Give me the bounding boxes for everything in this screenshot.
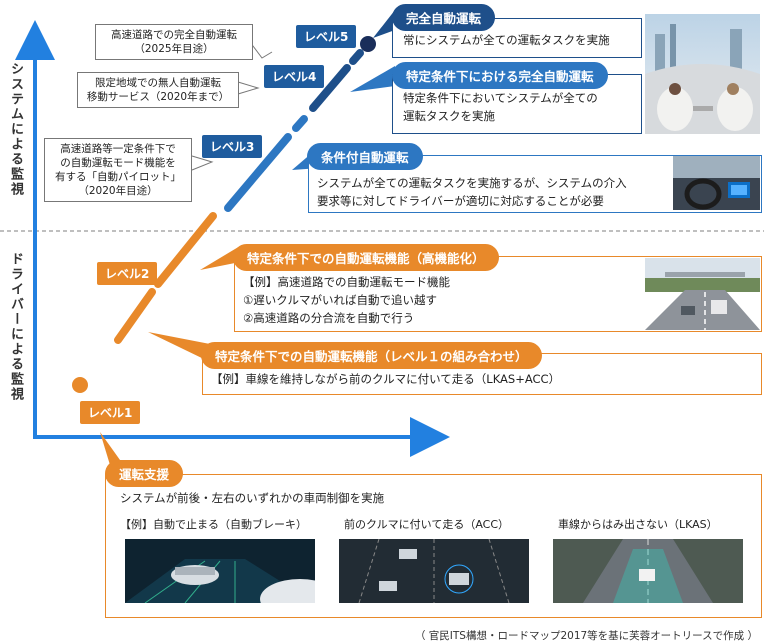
callout-level5-line2: （2025年目途） (134, 43, 214, 55)
level3-tag: レベル3 (202, 135, 263, 158)
photo1-caption: 【例】自動で止まる（自動ブレーキ） (120, 518, 307, 531)
level3-segment (224, 133, 292, 212)
photo3-caption: 車線からはみ出さない（LKAS） (558, 518, 718, 531)
connector-full-auto (373, 10, 395, 38)
level5-dot (360, 36, 376, 52)
level3-level4-segment (292, 115, 308, 132)
callout-level3-line4: （2020年目途） (78, 185, 158, 197)
level5-tag: レベル5 (296, 25, 357, 48)
full-auto-title: 完全自動運転 (392, 4, 496, 31)
conditional-text2: 要求等に対してドライバーが適切に対応することが必要 (317, 194, 604, 208)
connector-combined (148, 332, 210, 362)
callout3-pointer (191, 155, 214, 171)
level2-tag: レベル2 (97, 262, 158, 285)
acc-photo (339, 539, 529, 603)
lkas-photo (553, 539, 743, 603)
combined-title: 特定条件下での自動運転機能（レベル１の組み合わせ） (201, 342, 542, 369)
level4-segment (309, 64, 351, 112)
level2-segment (154, 212, 217, 288)
callout4-pointer (237, 81, 260, 95)
level1-tag: レベル1 (80, 401, 141, 424)
assist-title: 運転支援 (105, 460, 184, 487)
level1-dot (72, 377, 88, 393)
callout5-pointer (249, 41, 273, 59)
assist-text: システムが前後・左右のいずれかの車両制御を実施 (120, 491, 385, 505)
advanced-title: 特定条件下での自動運転機能（高機能化） (233, 244, 499, 271)
full-auto-text: 常にシステムが全ての運転タスクを実施 (403, 33, 610, 47)
highway-photo (645, 258, 760, 330)
combined-text: 【例】車線を維持しながら前のクルマに付いて走る（LKAS+ACC） (211, 372, 561, 386)
conditional-title: 条件付自動運転 (307, 143, 423, 170)
callout-level5: 高速道路での完全自動運転 （2025年目途） (95, 24, 253, 60)
upper-axis-label: システムによる監視 (8, 62, 23, 197)
specific-full-text1: 特定条件下においてシステムが全ての (403, 91, 598, 105)
lower-axis-label: ドライバーによる監視 (8, 252, 23, 402)
source-note: （ 官民ITS構想・ロードマップ2017等を基に芙蓉オートリースで作成 ） (414, 630, 758, 642)
advanced-text2: ①遅いクルマがいれば自動で追い越す (243, 293, 437, 307)
advanced-text3: ②高速道路の分合流を自動で行う (243, 311, 415, 325)
cockpit-photo (673, 156, 760, 210)
callout-level3: 高速道路等一定条件下で の自動運転モード機能を 有する「自動パイロット」 （20… (44, 138, 192, 202)
photo2-caption: 前のクルマに付いて走る（ACC） (344, 518, 510, 531)
connector-specific-full (350, 66, 395, 92)
autonomous-interior-photo (645, 14, 760, 134)
callout-level3-line3: 有する「自動パイロット」 (55, 171, 181, 183)
callout-level4-line1: 限定地域での無人自動運転 (95, 77, 221, 89)
specific-full-title: 特定条件下における完全自動運転 (392, 62, 608, 89)
level4-level5-segment (349, 49, 364, 65)
callout-level4-line2: 移動サービス（2020年まで） (86, 91, 230, 103)
auto-brake-photo (125, 539, 315, 603)
callout-level3-line1: 高速道路等一定条件下で (60, 143, 176, 155)
level1-level2-segment (114, 288, 156, 344)
callout-level3-line2: の自動運転モード機能を (60, 157, 176, 169)
level4-tag: レベル4 (264, 65, 325, 88)
connector-advanced (200, 246, 240, 270)
conditional-text1: システムが全ての運転タスクを実施するが、システムの介入 (317, 176, 627, 190)
specific-full-text2: 運転タスクを実施 (403, 109, 495, 123)
advanced-text1: 【例】高速道路での自動運転モード機能 (243, 275, 450, 289)
callout-level4: 限定地域での無人自動運転 移動サービス（2020年まで） (77, 72, 239, 108)
connector-assist (100, 432, 120, 465)
callout-level5-line1: 高速道路での完全自動運転 (111, 29, 237, 41)
